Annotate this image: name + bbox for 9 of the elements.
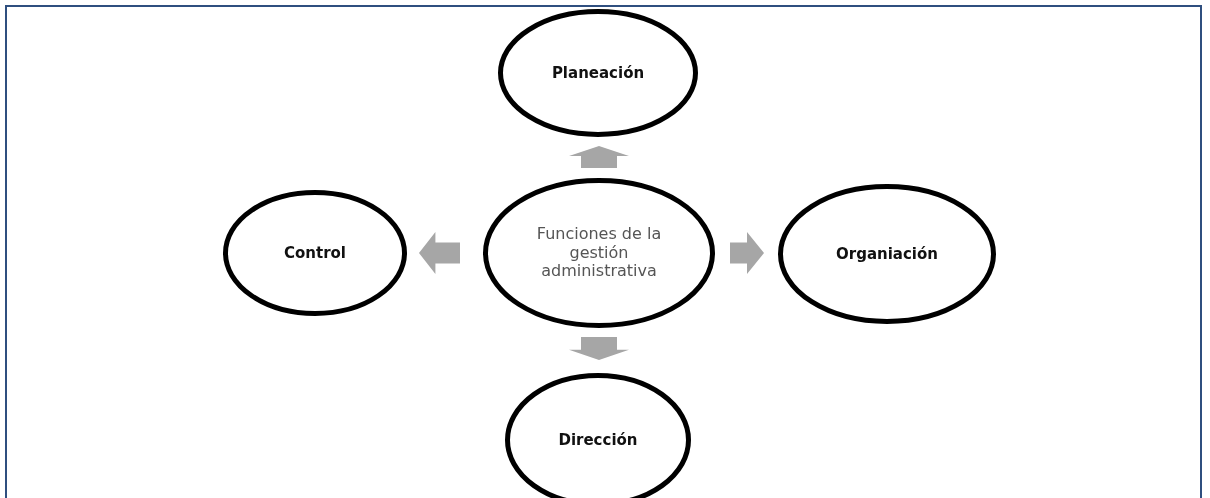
block-arrow xyxy=(730,232,764,274)
node-label: Planeación xyxy=(551,64,645,82)
node-label: Funciones de la gestión administrativa xyxy=(535,225,663,281)
block-arrow xyxy=(569,146,629,168)
node-label: Organiación xyxy=(836,245,938,263)
node-label: Dirección xyxy=(558,431,638,449)
block-arrow xyxy=(569,337,629,360)
node-label: Control xyxy=(284,244,346,262)
block-arrow xyxy=(419,232,460,274)
